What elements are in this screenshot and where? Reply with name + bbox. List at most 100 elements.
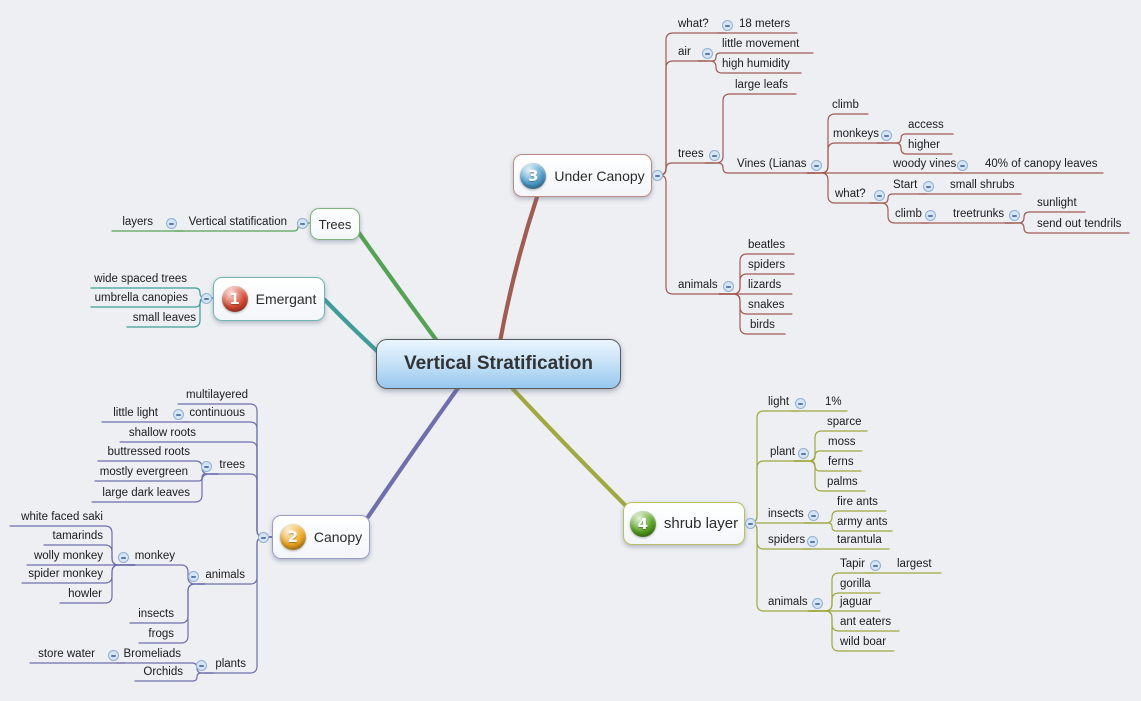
topic-tendrils[interactable]: send out tendrils — [1037, 218, 1122, 230]
topic-highhum[interactable]: high humidity — [722, 58, 790, 70]
collapse-icon[interactable] — [807, 536, 818, 547]
topic-darkleaves[interactable]: large dark leaves — [102, 487, 190, 499]
topic-largest[interactable]: largest — [897, 558, 932, 570]
collapse-icon[interactable] — [811, 160, 822, 171]
topic-sunlight[interactable]: sunlight — [1037, 197, 1077, 209]
topic-gorilla[interactable]: gorilla — [840, 578, 871, 590]
topic-m18[interactable]: 18 meters — [739, 18, 791, 30]
topic-bromeliads[interactable]: Bromeliads — [123, 648, 181, 660]
topic-monkeys[interactable]: monkeys — [833, 128, 880, 140]
topic-what2[interactable]: what? — [835, 188, 866, 200]
topic-vines[interactable]: Vines (Lianas — [737, 158, 807, 170]
topic-smallleaves[interactable]: small leaves — [132, 312, 196, 324]
topic-smallshrubs[interactable]: small shrubs — [950, 179, 1015, 191]
topic-palms[interactable]: palms — [827, 476, 858, 488]
collapse-icon[interactable] — [798, 448, 809, 459]
collapse-icon[interactable] — [709, 150, 720, 161]
topic-insects_s[interactable]: insects — [768, 508, 804, 520]
topic-climb2[interactable]: climb — [895, 208, 922, 220]
topic-vertstat[interactable]: Vertical statification — [188, 216, 287, 228]
collapse-icon[interactable] — [258, 532, 269, 543]
topic-tamarinds[interactable]: tamarinds — [52, 530, 104, 542]
topic-treetrunks[interactable]: treetrunks — [953, 208, 1005, 220]
collapse-icon[interactable] — [118, 552, 129, 563]
collapse-icon[interactable] — [722, 20, 733, 31]
topic-tapir[interactable]: Tapir — [840, 558, 865, 570]
collapse-icon[interactable] — [201, 461, 212, 472]
topic-monkey[interactable]: monkey — [134, 550, 175, 562]
topic-layers[interactable]: layers — [122, 216, 153, 228]
collapse-icon[interactable] — [297, 218, 308, 229]
topic-widespaced[interactable]: wide spaced trees — [94, 273, 187, 285]
collapse-icon[interactable] — [795, 398, 806, 409]
collapse-icon[interactable] — [808, 510, 819, 521]
collapse-icon[interactable] — [188, 571, 199, 582]
topic-trees_uc[interactable]: trees — [678, 148, 704, 160]
collapse-icon[interactable] — [723, 281, 734, 292]
collapse-icon[interactable] — [196, 660, 207, 671]
collapse-icon[interactable] — [957, 160, 968, 171]
topic-lizards[interactable]: lizards — [748, 279, 782, 291]
topic-multilayered[interactable]: multilayered — [186, 389, 248, 401]
topic-tarantula[interactable]: tarantula — [837, 534, 882, 546]
topic-littlelight[interactable]: little light — [113, 407, 158, 419]
topic-start[interactable]: Start — [893, 179, 918, 191]
topic-howler[interactable]: howler — [68, 588, 102, 600]
topic-orchids[interactable]: Orchids — [143, 666, 183, 678]
topic-trees_c[interactable]: trees — [219, 459, 245, 471]
topic-pct40[interactable]: 40% of canopy leaves — [985, 158, 1098, 170]
topic-woodyvines[interactable]: woody vines — [893, 158, 957, 170]
topic-storewater[interactable]: store water — [38, 648, 95, 660]
topic-light[interactable]: light — [768, 396, 790, 408]
topic-climb1[interactable]: climb — [832, 99, 859, 111]
topic-wildboar[interactable]: wild boar — [840, 636, 887, 648]
collapse-icon[interactable] — [702, 48, 713, 59]
topic-what1[interactable]: what? — [678, 18, 709, 30]
topic-beatles[interactable]: beatles — [748, 239, 786, 251]
topic-fireants[interactable]: fire ants — [837, 496, 878, 508]
topic-moss[interactable]: moss — [828, 436, 856, 448]
topic-plants[interactable]: plants — [215, 658, 246, 670]
topic-shallowroots[interactable]: shallow roots — [128, 427, 196, 439]
topic-animals_c[interactable]: animals — [205, 569, 245, 581]
collapse-icon[interactable] — [874, 190, 885, 201]
topic-plant[interactable]: plant — [770, 446, 795, 458]
central-topic[interactable]: Vertical Stratification — [376, 339, 621, 389]
topic-evergreen[interactable]: mostly evergreen — [99, 466, 188, 478]
topic-wolly[interactable]: wolly monkey — [33, 550, 103, 562]
topic-jaguar[interactable]: jaguar — [840, 596, 872, 608]
collapse-icon[interactable] — [745, 518, 756, 529]
topic-largeleafs[interactable]: large leafs — [735, 79, 789, 91]
topic-umbrella[interactable]: umbrella canopies — [94, 292, 188, 304]
topic-higher[interactable]: higher — [908, 139, 940, 151]
topic-ferns[interactable]: ferns — [828, 456, 854, 468]
collapse-icon[interactable] — [870, 560, 881, 571]
topic-insects_c[interactable]: insects — [138, 608, 174, 620]
topic-spiders_uc[interactable]: spiders — [748, 259, 786, 271]
collapse-icon[interactable] — [173, 409, 184, 420]
collapse-icon[interactable] — [812, 598, 823, 609]
topic-air[interactable]: air — [678, 46, 691, 58]
collapse-icon[interactable] — [201, 293, 212, 304]
topic-animals_uc[interactable]: animals — [678, 279, 718, 291]
topic-pct1[interactable]: 1% — [825, 396, 842, 408]
topic-frogs[interactable]: frogs — [148, 628, 174, 640]
topic-spidermonkey[interactable]: spider monkey — [28, 568, 103, 580]
topic-buttressed[interactable]: buttressed roots — [107, 446, 190, 458]
topic-anteaters[interactable]: ant eaters — [840, 616, 892, 628]
main-topic-trees[interactable]: Trees — [310, 208, 360, 240]
topic-armyants[interactable]: army ants — [837, 516, 888, 528]
topic-animals_s[interactable]: animals — [768, 596, 808, 608]
collapse-icon[interactable] — [923, 181, 934, 192]
collapse-icon[interactable] — [1009, 210, 1020, 221]
topic-snakes[interactable]: snakes — [748, 299, 785, 311]
topic-birds[interactable]: birds — [750, 319, 775, 331]
collapse-icon[interactable] — [881, 130, 892, 141]
topic-saki[interactable]: white faced saki — [21, 511, 103, 523]
collapse-icon[interactable] — [166, 218, 177, 229]
topic-access[interactable]: access — [908, 119, 944, 131]
